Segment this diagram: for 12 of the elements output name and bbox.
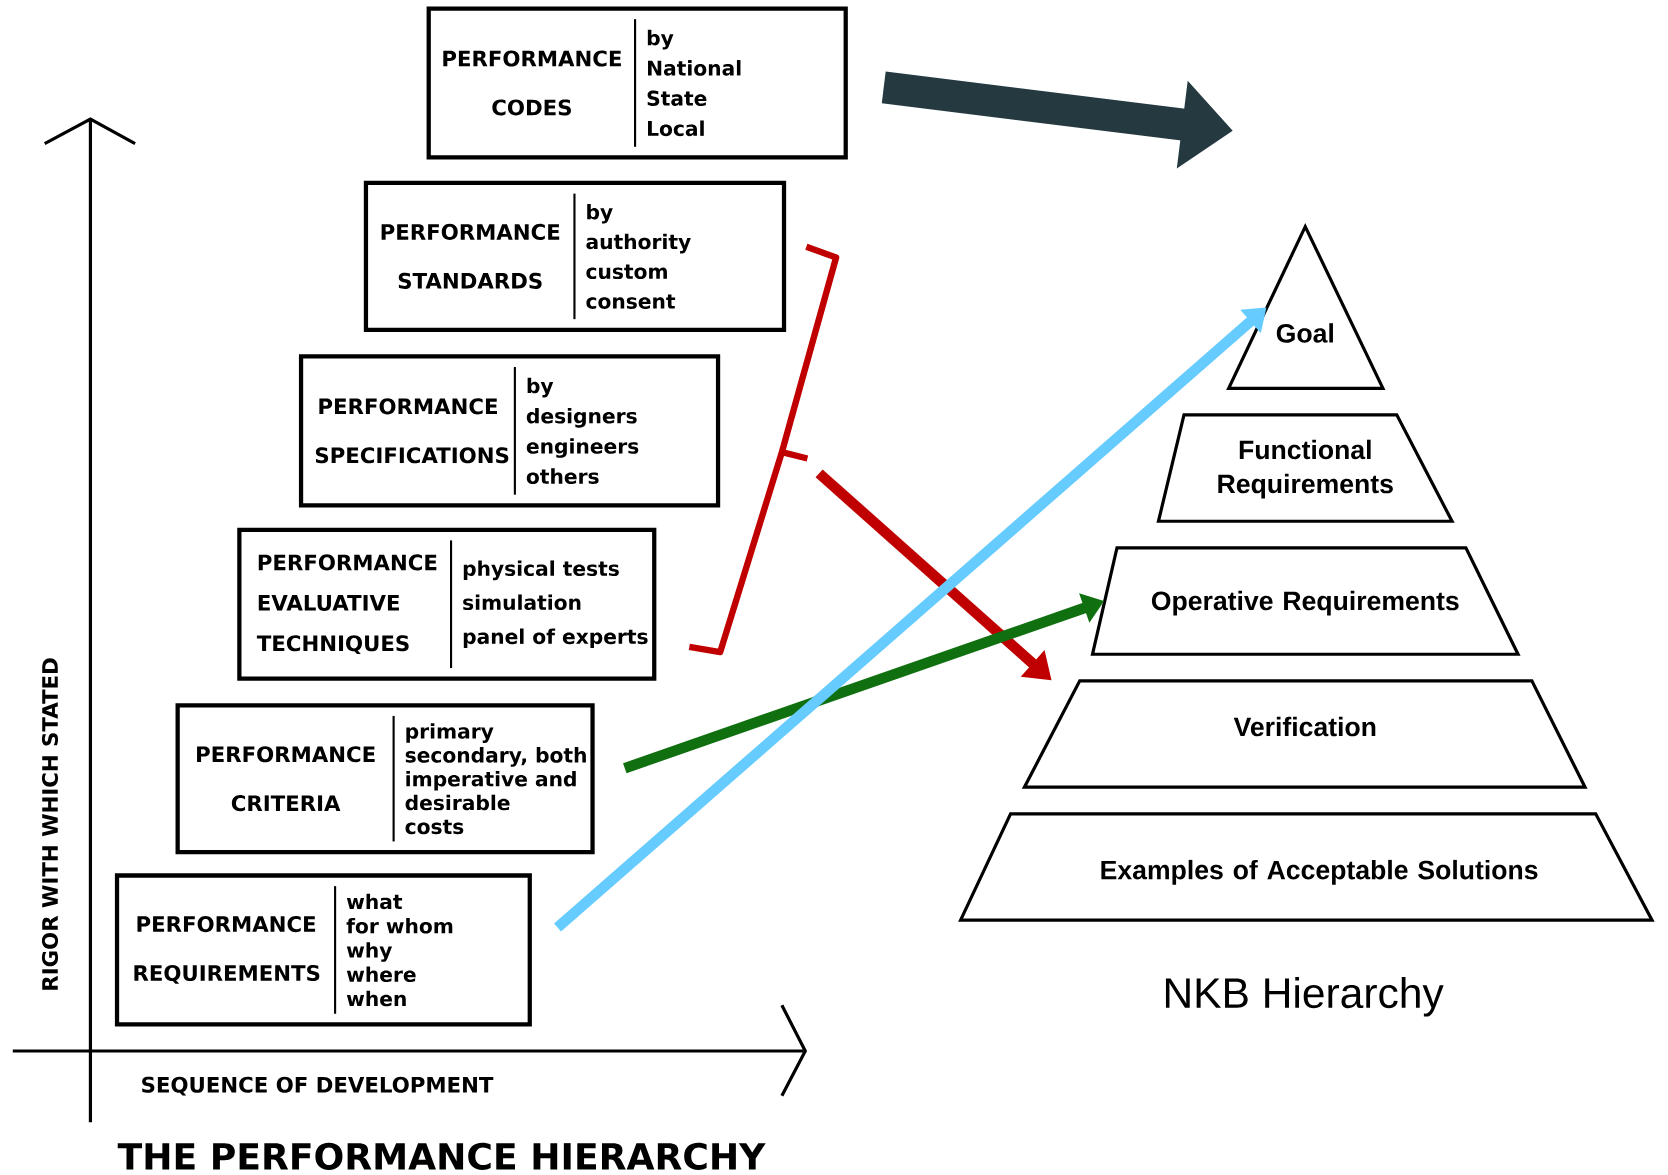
caption: THE PERFORMANCE HIERARCHY	[117, 1142, 766, 1170]
process-box: PERFORMANCE CODES by National State Local	[426, 6, 848, 160]
process-box: PERFORMANCE SPECIFICATIONS by designers engineers others	[298, 354, 721, 508]
axis-label: RIGOR WITH WHICH STATED	[41, 658, 59, 990]
pyramid-level: Functional Requirements	[1156, 413, 1455, 523]
caption: NKB Hierarchy	[1165, 976, 1444, 1017]
process-box: PERFORMANCE CRITERIA primary secondary, both imperative and desirable costs	[175, 702, 595, 854]
pyramid-level: Operative Requirements	[1090, 546, 1521, 656]
process-box: PERFORMANCE REQUIREMENTS what for whom why where when	[114, 873, 532, 1027]
process-box: PERFORMANCE EVALUATIVE TECHNIQUES physical tests simulation panel of experts	[237, 527, 657, 681]
process-box: PERFORMANCE STANDARDS by authority custom consent	[363, 180, 787, 332]
axis-label: SEQUENCE OF DEVELOPMENT	[142, 1076, 494, 1096]
